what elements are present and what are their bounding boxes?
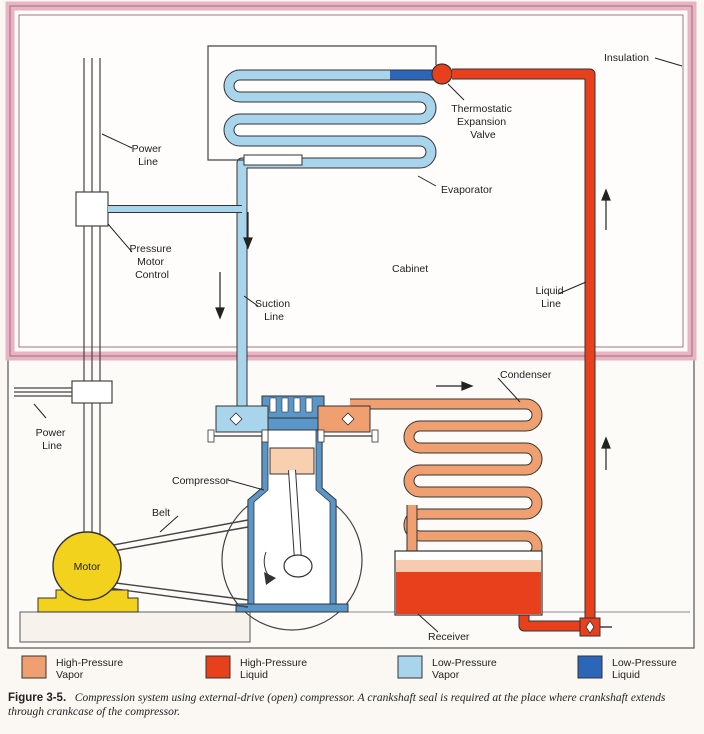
label-suction-line: Suction Line [255, 298, 293, 323]
figure-number: Figure 3-5. [8, 692, 67, 704]
base-platform [19, 611, 690, 643]
label-liquid-line: Liquid Line [536, 285, 567, 310]
label-pressure-motor-control: Pressure Motor Control [130, 243, 175, 281]
label-compressor: Compressor [172, 475, 230, 487]
label-power-line-bottom: Power Line [36, 427, 69, 452]
label-power-line-top: Power Line [132, 143, 165, 168]
label-receiver: Receiver [428, 631, 470, 643]
legend-swatch [205, 655, 231, 679]
legend-swatch [577, 655, 603, 679]
label-expansion-valve: Thermostatic Expansion Valve [451, 103, 515, 141]
flow-arrows [215, 188, 611, 470]
label-belt: Belt [152, 507, 170, 519]
expansion-valve [431, 63, 453, 85]
compressor [207, 395, 379, 631]
motor [37, 531, 139, 613]
receiver-tank [394, 550, 543, 616]
drive-belt [107, 519, 249, 608]
label-condenser: Condenser [500, 369, 552, 381]
label-motor: Motor [74, 561, 101, 573]
legend-swatch [397, 655, 423, 679]
figure-caption-text: Compression system using external-drive … [8, 692, 666, 718]
evaporator-coil [207, 45, 437, 360]
label-insulation: Insulation [604, 52, 649, 64]
liquid-line-valve [579, 617, 612, 637]
label-evaporator: Evaporator [441, 184, 493, 196]
power-line-conduit [14, 58, 101, 540]
diagram-labels: Insulation Thermostatic Expansion Valve … [36, 52, 649, 643]
lower-junction-box [71, 380, 113, 404]
figure-caption: Figure 3-5. Compression system using ext… [8, 691, 698, 719]
condenser-coil [350, 398, 543, 564]
leader-lines [33, 57, 683, 633]
label-cabinet: Cabinet [392, 263, 428, 275]
legend-swatch [21, 655, 47, 679]
pressure-motor-control-box [75, 191, 109, 227]
